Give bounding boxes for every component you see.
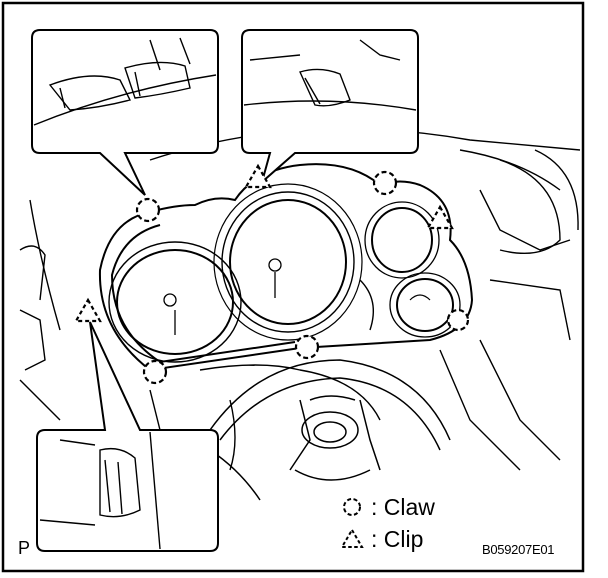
claw-marker bbox=[372, 170, 398, 196]
callout-claw-detail bbox=[31, 29, 219, 196]
temperature-gauge bbox=[396, 278, 454, 332]
callout-clip-detail-top bbox=[241, 29, 419, 185]
legend-clip-text: Clip bbox=[383, 526, 424, 552]
clip-marker bbox=[74, 297, 102, 323]
callout-clip-detail-bottom bbox=[36, 321, 219, 552]
speedometer-gauge bbox=[229, 199, 347, 325]
cluster-bezel bbox=[98, 163, 474, 372]
claw-marker bbox=[294, 334, 320, 360]
claw-markers bbox=[135, 170, 470, 385]
claw-marker bbox=[446, 308, 470, 332]
fuel-gauge bbox=[371, 207, 433, 273]
clip-marker bbox=[244, 163, 272, 189]
legend-claw-label: : Claw bbox=[371, 494, 435, 520]
corner-letter: P bbox=[18, 538, 31, 558]
diagram-border bbox=[1, 1, 585, 573]
legend-claw-icon bbox=[343, 498, 361, 516]
dashboard-background bbox=[19, 128, 581, 471]
clip-markers bbox=[74, 163, 454, 323]
legend-clip-label: : Clip bbox=[371, 526, 424, 552]
clip-marker bbox=[426, 204, 454, 230]
claw-marker bbox=[135, 197, 161, 223]
legend-claw-text: Claw bbox=[383, 494, 435, 520]
legend-clip-icon bbox=[340, 528, 364, 548]
claw-marker bbox=[142, 359, 168, 385]
steering-wheel bbox=[209, 359, 451, 501]
figure-code: B059207E01 bbox=[482, 542, 555, 557]
